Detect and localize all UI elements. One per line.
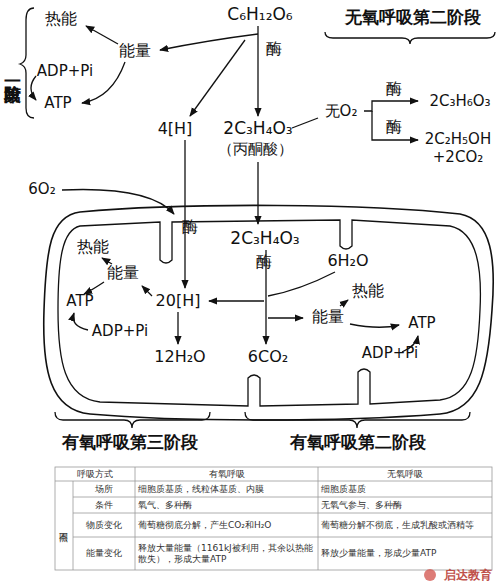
stage-title: 有氧呼吸第二阶段 — [270, 430, 445, 454]
reaction-arrow — [209, 300, 264, 301]
reaction-arrow — [257, 162, 258, 224]
stage-title: 第一阶段 — [2, 22, 24, 122]
enzyme-label: 酶 — [262, 38, 286, 60]
table-cell: 葡萄糖彻底分解，产生CO₂和H₂O — [135, 513, 318, 537]
table-cell: 释放大量能量（1161kJ被利用，其余以热能散失），形成大量ATP — [135, 537, 318, 570]
table-rule — [73, 497, 492, 537]
product-label: 热能 — [38, 8, 84, 30]
reaction-arrow — [102, 258, 112, 264]
brackets — [20, 8, 495, 428]
formula-label: 20[H] — [150, 290, 206, 312]
enzyme-label: 酶 — [382, 78, 406, 100]
condition-label: 无O₂ — [318, 100, 364, 122]
formula-label: 2C₃H₆O₃ — [420, 90, 500, 112]
stage-bracket — [325, 32, 495, 44]
table-cell: 无氧气参与、多种酶 — [318, 497, 492, 513]
formula-label: ADP+Pi — [85, 320, 155, 342]
stage-bracket — [55, 412, 210, 428]
reaction-arrow — [62, 190, 174, 215]
formula-label: 2C₂H₅OH +2CO₂ — [418, 126, 498, 170]
outer-membrane — [44, 205, 494, 420]
inner-membrane — [58, 220, 480, 406]
reaction-arrow — [257, 26, 258, 116]
product-label: 能量 — [112, 40, 158, 62]
enzyme-label: 酶 — [382, 116, 406, 138]
formula-label: 4[H] — [150, 118, 200, 140]
formula-label: 2C₃H₄O₃ — [208, 116, 308, 140]
table-row-header: 能量变化 — [73, 537, 135, 570]
enzyme-label: 酶 — [178, 216, 202, 238]
table-header: 无氧呼吸 — [318, 467, 492, 481]
formula-label: C₆H₁₂O₆ — [205, 2, 315, 26]
watermark: 启达教育 — [436, 566, 500, 585]
table-row-header: 不同点 — [55, 481, 73, 570]
reaction-arrow — [184, 140, 185, 288]
table-rule — [73, 467, 318, 570]
reaction-arrow — [364, 101, 418, 111]
formula-label: 6H₂O — [320, 250, 376, 272]
name-label: （丙酮酸） — [205, 138, 305, 160]
formula-label: ADP+Pi — [30, 60, 100, 82]
formula-label: 6O₂ — [20, 178, 64, 200]
reaction-arrows — [31, 26, 418, 352]
product-label: 能量 — [305, 306, 351, 328]
formula-label: 12H₂O — [150, 346, 210, 368]
product-label: 热能 — [70, 236, 116, 258]
mitochondrion: 酶2C₃H₄O₃酶6H₂O热能能量ATP20[H]ADP+Pi热能能量ATPAD… — [40, 200, 498, 425]
formula-label: 2C₃H₄O₃ — [215, 226, 315, 250]
reaction-line — [268, 272, 335, 296]
reaction-arrow — [86, 26, 118, 44]
table-cell: 释放少量能量，形成少量ATP — [318, 537, 492, 570]
table-cell: 细胞质基质 — [318, 481, 492, 497]
table-grid — [55, 467, 492, 570]
reaction-arrow — [31, 76, 36, 100]
product-label: 热能 — [345, 280, 391, 302]
product-label: 能量 — [100, 262, 146, 284]
reaction-arrow — [372, 111, 418, 140]
formula-label: ATP — [58, 290, 102, 312]
table-cell: 细胞质基质，线粒体基质、内膜 — [135, 481, 318, 497]
formula-label: ADP+Pi — [355, 342, 425, 364]
table-border — [55, 467, 492, 570]
formula-label: ATP — [400, 312, 444, 334]
stage-title: 无氧呼吸第二阶段 — [330, 4, 495, 30]
stage-bracket — [20, 8, 34, 118]
reaction-arrow — [73, 313, 88, 330]
table-cell: 葡萄糖分解不彻底，生成乳酸或酒精等 — [318, 513, 492, 537]
reaction-arrow — [177, 312, 178, 344]
formula-label: 6CO₂ — [240, 346, 296, 368]
reaction-line — [292, 118, 318, 128]
table-header: 有氧呼吸 — [135, 467, 318, 481]
reaction-arrow — [340, 300, 348, 306]
table-rule — [55, 481, 492, 482]
table-row-header: 条件 — [73, 497, 135, 513]
enzyme-label: 酶 — [252, 251, 276, 273]
reaction-arrow — [142, 286, 152, 296]
reaction-arrow — [268, 317, 303, 318]
table-cell: 氧气、多种酶 — [135, 497, 318, 513]
stage-title: 有氧呼吸第三阶段 — [50, 430, 210, 454]
table-header: 呼吸方式 — [55, 467, 135, 481]
table-row-header: 场所 — [73, 481, 135, 497]
reaction-arrow — [350, 324, 399, 327]
formula-label: ATP — [36, 92, 80, 114]
table-row-header: 物质变化 — [73, 513, 135, 537]
watermark-logo — [424, 569, 436, 581]
reaction-arrow — [190, 40, 245, 116]
